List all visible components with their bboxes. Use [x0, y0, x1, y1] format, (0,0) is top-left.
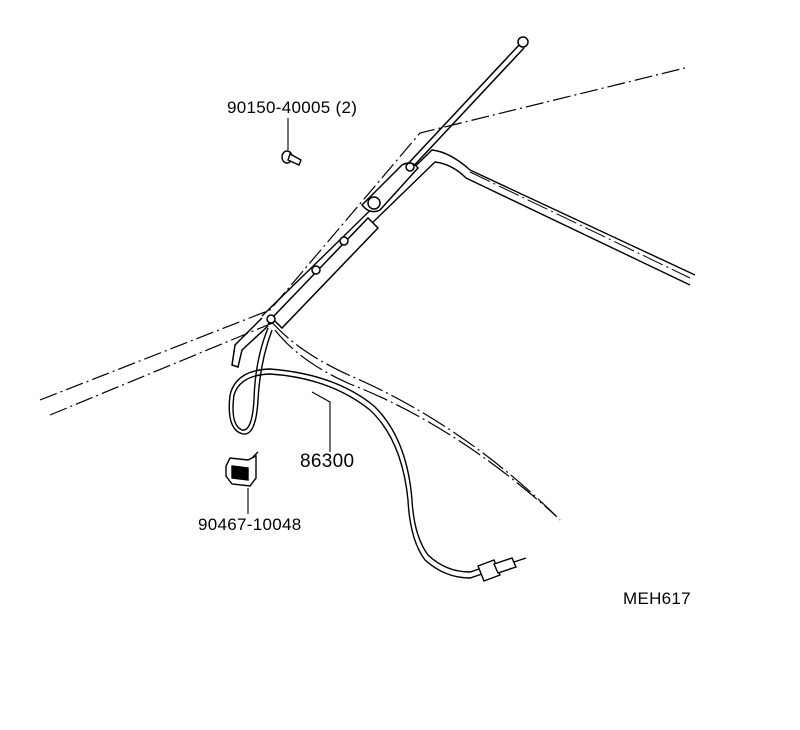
- windshield-inner-edge: [274, 329, 556, 516]
- pillar-inner-line: [267, 161, 691, 325]
- mast-tip-ball: [517, 36, 529, 48]
- roof-edge-outer-line: [39, 67, 686, 401]
- feeder-joint-3: [266, 314, 276, 324]
- screw-part-number-label: 90150-40005 (2): [227, 99, 357, 116]
- cord-connector-pin: [513, 557, 527, 563]
- pillar-outer-line: [261, 149, 696, 317]
- pillar-dashed-guide: [469, 171, 691, 279]
- mast-rod-inner: [407, 47, 525, 173]
- feeder-tube: [270, 216, 380, 330]
- screw-part: [281, 150, 302, 166]
- pillar-molding: [261, 149, 696, 325]
- mast-rod: [403, 43, 521, 169]
- screw-quantity: (2): [335, 98, 358, 117]
- clamp-face: [231, 465, 249, 481]
- antenna-cord: [228, 327, 527, 582]
- clamp-part: [225, 451, 259, 487]
- diagram-code: MEH617: [623, 589, 691, 608]
- antenna-mast: [231, 36, 529, 368]
- leader-lines: [247, 118, 331, 514]
- cord-line-outer: [232, 327, 483, 579]
- vehicle-body-outline: [39, 67, 686, 521]
- antenna-cord-part-number: 86300: [300, 451, 355, 472]
- cord-connector-body: [493, 557, 517, 574]
- screw-part-number: 90150-40005: [227, 98, 331, 117]
- cord-leader-line: [311, 391, 331, 452]
- screw-shank: [287, 152, 302, 166]
- clamp-tab: [251, 451, 259, 459]
- feeder-joint-2: [311, 265, 321, 275]
- clamp-part-number: 90467-10048: [198, 515, 302, 534]
- cord-line-inner: [228, 329, 483, 573]
- windshield-top-edge: [269, 319, 561, 521]
- antenna-base-mount-2: [405, 162, 415, 172]
- lead-hook: [231, 317, 269, 368]
- feeder-joint-1: [339, 236, 349, 246]
- antenna-base-mount: [367, 196, 381, 210]
- roof-edge-inner-line: [49, 321, 276, 416]
